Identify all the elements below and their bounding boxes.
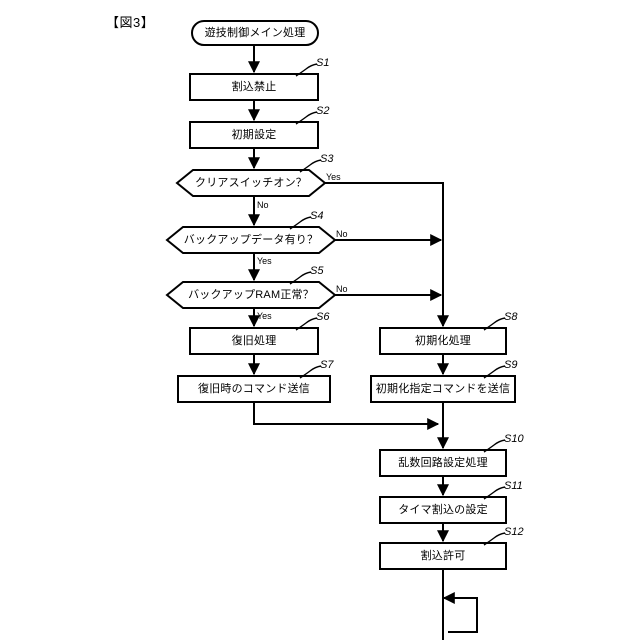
node-s2-label: 初期設定 <box>231 128 277 141</box>
node-s12-label: 割込許可 <box>420 549 466 562</box>
branch-label-s3-no: No <box>257 200 269 210</box>
node-s11-shape <box>379 496 507 524</box>
step-tag-s12: S12 <box>504 526 524 538</box>
node-s6-shape <box>189 327 319 355</box>
leader-s9 <box>483 365 506 379</box>
node-s11-label: タイマ割込の設定 <box>398 503 488 516</box>
node-s7-label: 復旧時のコマンド送信 <box>198 382 310 395</box>
node-s7-shape <box>177 375 331 403</box>
leader-s4 <box>289 216 312 230</box>
branch-label-s4-yes: Yes <box>257 256 272 266</box>
node-s5-label: バックアップRAM正常？ <box>188 288 314 301</box>
step-tag-s2: S2 <box>316 105 330 117</box>
leader-s2 <box>295 111 318 125</box>
connector-loop-back <box>448 597 478 633</box>
branch-label-s5-yes: Yes <box>257 311 272 321</box>
node-s2-shape <box>189 121 319 149</box>
step-tag-s8: S8 <box>504 311 518 323</box>
step-tag-s4: S4 <box>310 210 324 222</box>
node-s1-label: 割込禁止 <box>231 80 277 93</box>
branch-label-s3-yes: Yes <box>326 172 341 182</box>
leader-s11 <box>483 486 506 500</box>
node-s10-label: 乱数回路設定処理 <box>398 456 488 469</box>
step-tag-s11: S11 <box>504 480 523 492</box>
leader-s8 <box>483 317 506 331</box>
leader-s6 <box>295 317 318 331</box>
node-s8-label: 初期化処理 <box>415 334 471 347</box>
leader-s1 <box>295 63 318 77</box>
leader-s7 <box>299 365 322 379</box>
node-s6-label: 復旧処理 <box>231 334 277 347</box>
connector-s7-merge <box>253 402 440 430</box>
step-tag-s3: S3 <box>320 153 334 165</box>
node-s8-shape <box>379 327 507 355</box>
leader-s5 <box>289 271 312 285</box>
branch-label-s4-no: No <box>336 229 348 239</box>
node-start-label: 遊技制御メイン処理 <box>204 26 306 39</box>
step-tag-s1: S1 <box>316 57 330 69</box>
leader-s10 <box>483 439 506 453</box>
node-s9-shape <box>370 375 516 403</box>
connector-s3-yes-trunk <box>325 182 444 326</box>
step-tag-s7: S7 <box>320 359 334 371</box>
node-s4-label: バックアップデータ有り？ <box>183 233 319 246</box>
node-s3-label: クリアスイッチオン？ <box>195 176 307 189</box>
leader-s3 <box>299 159 322 173</box>
node-s9-label: 初期化指定コマンドを送信 <box>375 382 511 395</box>
step-tag-s9: S9 <box>504 359 518 371</box>
leader-s12 <box>483 532 506 546</box>
node-s12-shape <box>379 542 507 570</box>
branch-label-s5-no: No <box>336 284 348 294</box>
figure-label: 【図3】 <box>106 15 155 30</box>
step-tag-s6: S6 <box>316 311 330 323</box>
node-s1-shape <box>189 73 319 101</box>
step-tag-s10: S10 <box>504 433 524 445</box>
step-tag-s5: S5 <box>310 265 324 277</box>
node-s10-shape <box>379 449 507 477</box>
